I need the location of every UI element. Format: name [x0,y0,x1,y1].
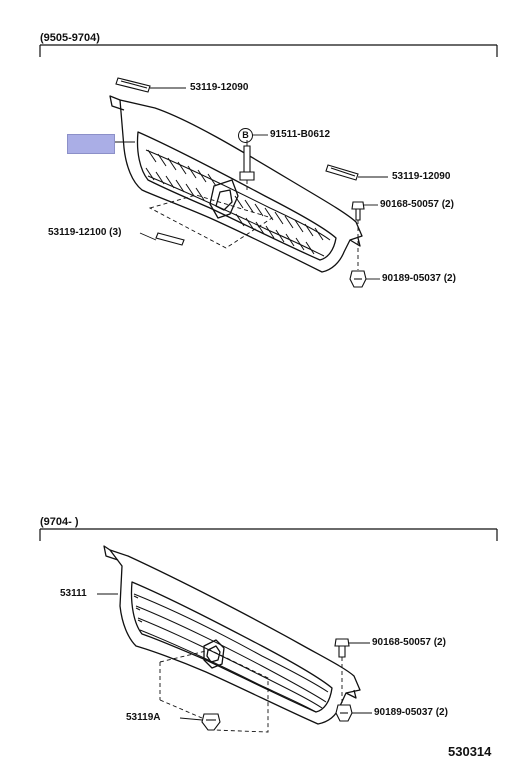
bottom-clip-drawing [201,713,221,731]
highlighted-part-label[interactable] [67,134,115,154]
bottom-leader-lines [97,593,372,721]
top-emblem-strip [115,77,151,93]
label-grille[interactable]: 53111 [60,588,87,599]
bottom-section-date-range: (9704- ) [40,516,79,528]
label-bottom-nut[interactable]: 90189-05037 (2) [374,707,448,718]
top-nut-drawing [349,270,367,288]
label-top-nut[interactable]: 90189-05037 (2) [382,273,456,284]
label-emblem-right[interactable]: 53119-12090 [392,171,451,182]
right-emblem-strip [325,164,359,181]
label-bolt-b[interactable]: 91511-B0612 [270,129,331,140]
label-bottom-screw[interactable]: 90168-50057 (2) [372,637,446,648]
label-emblem-upper[interactable]: 53119-12090 [190,82,249,93]
label-top-screw[interactable]: 90168-50057 (2) [380,199,454,210]
bottom-section-bracket [39,528,498,541]
label-clip-set[interactable]: 53119-12100 (3) [48,227,122,238]
callout-b-circle: B [238,128,253,143]
top-section-bracket [39,44,498,57]
top-dashed-lines [148,180,359,270]
clip-strip [155,232,185,246]
bottom-nut-drawing [335,704,353,722]
bottom-grille-drawing [103,545,361,725]
label-bottom-clip[interactable]: 53119A [126,712,161,723]
bottom-dashed-lines [159,649,343,733]
top-section-date-range: (9505-9704) [40,32,100,44]
top-screw-drawing [351,201,365,221]
diagram-number: 530314 [448,744,492,759]
top-grille-drawing [109,95,363,273]
bolt-b-drawing [239,145,255,181]
bottom-screw-drawing [334,638,350,658]
